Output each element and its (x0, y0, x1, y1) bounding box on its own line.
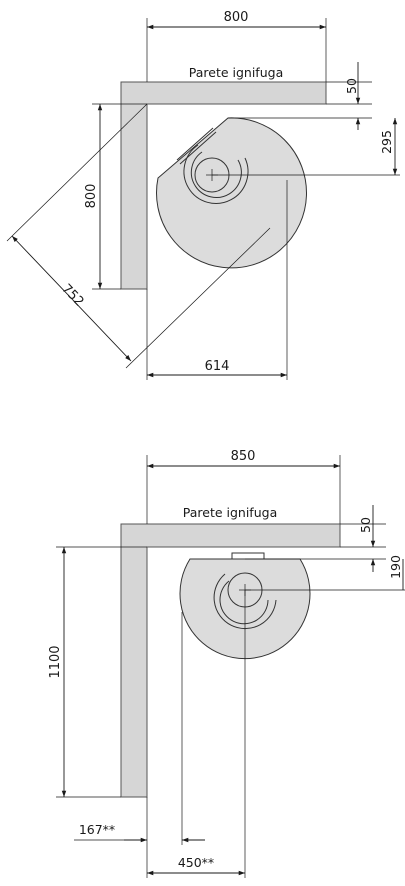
top-stove-outer-slot (183, 144, 249, 204)
top-stove-top-plate-inner (179, 131, 217, 165)
top-stove-inner-slot (190, 151, 242, 198)
top-wall-thickness-value: 50 (344, 78, 359, 94)
top-diagonal-value: 752 (58, 281, 86, 309)
top-center-offset-value: 295 (379, 130, 394, 154)
bottom-center-distance-value: 450** (178, 855, 214, 870)
top-stove-top-plate (176, 127, 214, 161)
top-depth-value: 614 (205, 359, 230, 374)
bottom-wall-label: Parete ignifuga (183, 505, 277, 520)
top-wall-label: Parete ignifuga (189, 65, 283, 80)
top-height-value: 800 (84, 184, 99, 209)
top-diagonal-dimension (11, 235, 132, 362)
bottom-clearance-value: 167** (79, 822, 115, 837)
top-diagonal-ext-corner (6, 103, 148, 242)
bottom-center-offset-value: 190 (388, 555, 403, 579)
bottom-stove-top-plate (231, 552, 265, 560)
top-diagram: Parete ignifuga 800 50 295 800 (6, 10, 400, 380)
bottom-diagram: Parete ignifuga 850 50 190 1100 (48, 449, 405, 878)
bottom-height-value: 1100 (48, 645, 63, 678)
top-diagonal-ext-tangent (125, 227, 271, 369)
bottom-stove-outer-slot (213, 573, 277, 630)
bottom-stove-inner-slot (219, 580, 269, 625)
top-width-value: 800 (224, 10, 249, 25)
bottom-wall-thickness-value: 50 (358, 517, 373, 533)
bottom-width-value: 850 (231, 449, 256, 464)
